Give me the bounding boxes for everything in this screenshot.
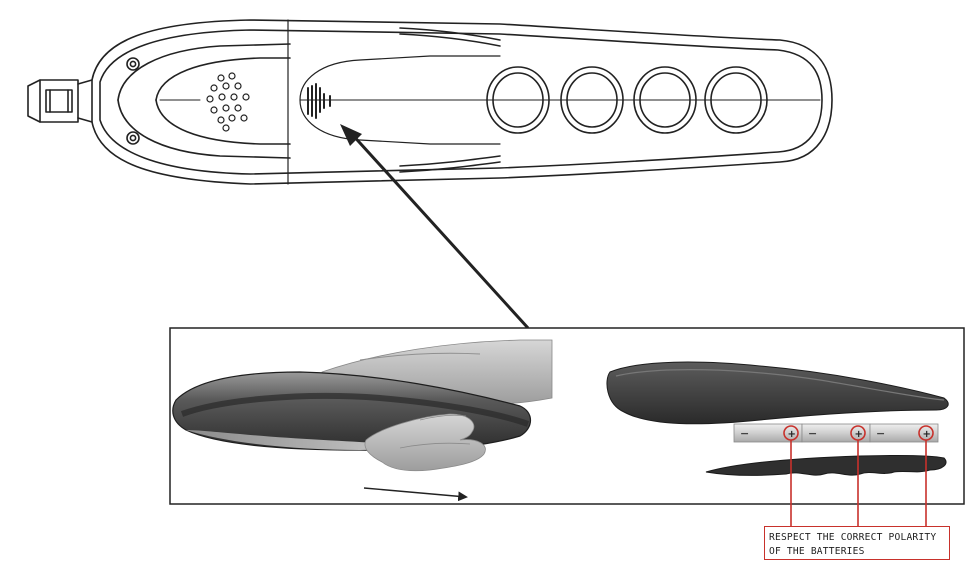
remote-top-view-drawing bbox=[27, 19, 833, 185]
polarity-callout-label: RESPECT THE CORRECT POLARITY OF THE BATT… bbox=[764, 526, 950, 560]
hand-sliding-cover-illustration bbox=[172, 339, 553, 502]
usb-connector-drawing bbox=[27, 79, 93, 123]
battery-3-plus-label: + bbox=[923, 429, 931, 440]
polarity-callout-lines bbox=[790, 440, 927, 526]
pointer-arrow bbox=[340, 124, 530, 330]
open-cover-illustration bbox=[606, 361, 949, 425]
remote-base-illustration bbox=[705, 454, 947, 476]
speaker-grille-holes bbox=[206, 72, 250, 132]
battery-3-minus-label: − bbox=[876, 427, 885, 440]
remote-outer-outline bbox=[91, 19, 833, 185]
battery-1-minus-label: − bbox=[740, 427, 749, 440]
battery-2-minus-label: − bbox=[808, 427, 817, 440]
battery-2-plus-label: + bbox=[855, 429, 863, 440]
battery-1-plus-label: + bbox=[788, 429, 796, 440]
battery-row: − − − + + + bbox=[733, 423, 939, 443]
